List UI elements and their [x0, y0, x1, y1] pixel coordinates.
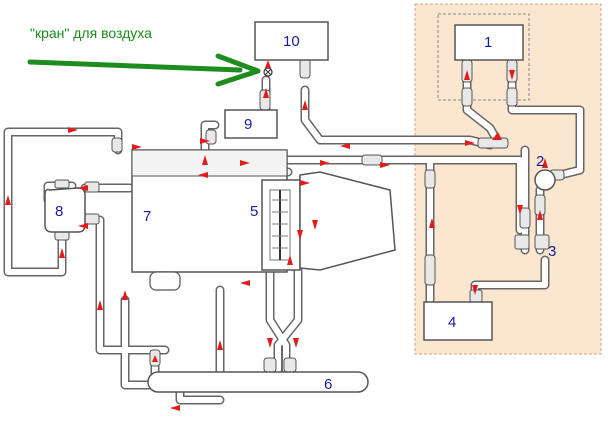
label-7: 7 [143, 208, 151, 225]
unit-1-dashed-frame [437, 13, 530, 101]
label-4: 4 [448, 314, 456, 331]
air-valve-pointer-arrowhead [215, 53, 261, 87]
component-1 [454, 24, 524, 61]
component-8-tank [44, 187, 86, 233]
component-2-pump [534, 169, 556, 191]
flow-arrows [5, 60, 548, 411]
component-6 [147, 371, 369, 393]
label-10: 10 [283, 33, 300, 50]
air-valve-pointer-arrow [27, 59, 243, 73]
label-6: 6 [324, 376, 332, 393]
component-5 [261, 179, 301, 271]
label-9: 9 [244, 116, 252, 133]
air-valve-cross [264, 68, 272, 76]
label-3: 3 [548, 243, 556, 260]
pipes [3, 53, 585, 405]
component-4 [423, 301, 493, 341]
label-5: 5 [250, 203, 258, 220]
component-10 [254, 21, 329, 61]
label-1: 1 [484, 34, 492, 51]
air-valve-annotation: "кран" для воздуха [30, 25, 152, 41]
bell-housing [299, 171, 396, 271]
component-7-engine [131, 149, 288, 291]
label-2: 2 [536, 153, 544, 170]
label-8: 8 [55, 203, 63, 220]
component-9 [224, 109, 278, 139]
